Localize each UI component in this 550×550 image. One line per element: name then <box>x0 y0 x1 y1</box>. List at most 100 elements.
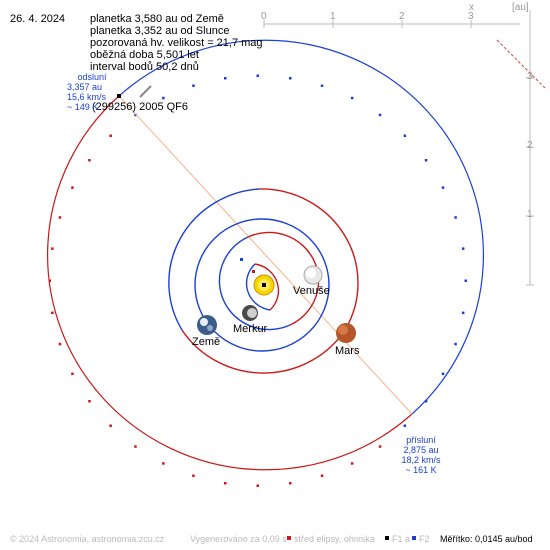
orbit-point <box>58 342 62 346</box>
orbit-point <box>71 186 74 189</box>
perihelion-label: přísluní 2,875 au 18,2 km/s ~ 161 K <box>398 435 444 475</box>
orbit-point <box>51 311 54 315</box>
asteroid-marker <box>117 85 152 98</box>
earth-planet <box>197 315 217 335</box>
orbit-point <box>378 113 382 117</box>
legend-center-square <box>287 536 291 540</box>
y-ticks <box>526 77 534 286</box>
orbit-point <box>320 84 324 87</box>
copyright-text: © 2024 Astronomia, astronomia.zcu.cz <box>10 534 165 544</box>
aphelion-values: 3,357 au 15,6 km/s ~ 149 K <box>67 82 106 112</box>
y-tick-2: 2 <box>527 140 533 151</box>
orbit-point <box>51 247 54 250</box>
x-tick-2: 2 <box>399 11 405 22</box>
orbit-point <box>192 84 195 87</box>
legend-center-text: střed elipsy, ohniska <box>294 534 375 544</box>
orbit-point <box>134 113 137 117</box>
orbit-point <box>454 216 457 219</box>
orbit-point <box>134 445 137 448</box>
x-tick-1: 1 <box>330 11 336 22</box>
venus-orbit-red <box>247 231 320 326</box>
apsides-line <box>118 95 413 415</box>
orbit-point <box>289 77 292 80</box>
y-tick-1: 1 <box>527 209 533 220</box>
orbit-point <box>109 424 112 427</box>
orbit-point <box>109 134 112 137</box>
orbit-point <box>58 216 62 219</box>
perihelion-title: přísluní <box>406 435 436 445</box>
perihelion-speed: 18,2 km/s <box>401 455 441 465</box>
asteroid-orbit-red <box>46 95 413 471</box>
mercury-orbit-red <box>254 263 280 311</box>
orbit-point <box>461 311 465 315</box>
perihelion-distance: 2,875 au <box>403 445 439 455</box>
legend-f2-text: F2 <box>419 534 430 544</box>
y-tick-3: 3 <box>527 71 533 82</box>
aphelion-distance: 3,357 au <box>67 82 103 92</box>
orbit-point <box>441 186 445 189</box>
earth-orbit <box>194 218 330 352</box>
venus-planet <box>303 265 323 285</box>
orbit-point <box>162 96 165 100</box>
orbit-point <box>192 474 195 477</box>
unit-label: [au] <box>512 2 529 13</box>
orbit-point <box>224 77 227 80</box>
x-tick-0: 0 <box>261 11 267 22</box>
ellipse-center-marker <box>252 270 255 273</box>
orbit-point <box>461 247 465 250</box>
sun <box>253 274 275 296</box>
legend-f1-text: F1 a <box>392 534 411 544</box>
info-line: pozorovaná hv. velikost = 21,7 mag <box>90 37 263 49</box>
orbit-point <box>48 279 51 282</box>
ellipse-center-marker <box>240 258 243 261</box>
aphelion-title: odsluní <box>77 72 107 82</box>
orbit-point <box>403 134 407 137</box>
axes <box>263 10 534 286</box>
asteroid-orbit-blue <box>118 39 485 415</box>
date-label: 26. 4. 2024 <box>10 13 66 25</box>
orbit-point <box>256 74 259 77</box>
orbit-point <box>441 372 445 376</box>
direction-line <box>496 39 546 89</box>
info-line: planetka 3,352 au od Slunce <box>90 25 230 37</box>
orbit-point <box>88 400 91 403</box>
orbit-point <box>162 462 165 465</box>
mars-orbit-blue <box>168 188 260 331</box>
x-tick-3: 3 <box>468 11 474 22</box>
mars-label: Mars <box>335 345 360 357</box>
venus-label: Venuše <box>293 285 330 297</box>
info-line: oběžná doba 5,501 let <box>90 49 199 61</box>
orbit-point <box>224 482 227 485</box>
aphelion-label: odsluní <box>72 72 112 82</box>
info-block: planetka 3,580 au od Země planetka 3,352… <box>90 13 263 73</box>
orbit-point <box>71 372 74 376</box>
orbit-point <box>350 96 354 100</box>
orbit-point <box>424 159 428 162</box>
orbit-point <box>320 474 324 477</box>
orbit-point <box>464 279 467 282</box>
object-name: (299256) 2005 QF6 <box>92 101 189 113</box>
x-ticks <box>263 20 472 28</box>
earth-label: Země <box>192 336 221 348</box>
legend-f2-square <box>412 536 416 540</box>
mars-planet <box>336 323 356 343</box>
generated-text: Vygenerováno za 0,09 s <box>190 534 287 544</box>
perihelion-temperature: ~ 161 K <box>405 465 437 475</box>
mercury-orbit-blue <box>245 263 271 311</box>
aphelion-speed: 15,6 km/s <box>67 92 107 102</box>
venus-orbit-blue <box>218 236 291 331</box>
orbit-point-markers <box>48 74 467 487</box>
x-axis-label: x <box>469 2 474 13</box>
orbit-point <box>454 342 457 346</box>
mercury-planet <box>242 305 258 321</box>
orbit-point <box>350 462 354 465</box>
orbit-point <box>256 484 259 487</box>
legend-f1-square <box>385 536 389 540</box>
scale-text: Měřítko: 0,0145 au/bod <box>440 534 533 544</box>
info-line: planetka 3,580 au od Země <box>90 13 224 25</box>
orbit-point <box>424 400 428 403</box>
info-line: interval bodů 50,2 dnů <box>90 61 199 73</box>
orbit-point <box>403 424 407 427</box>
aphelion-temperature: ~ 149 K <box>67 102 99 112</box>
